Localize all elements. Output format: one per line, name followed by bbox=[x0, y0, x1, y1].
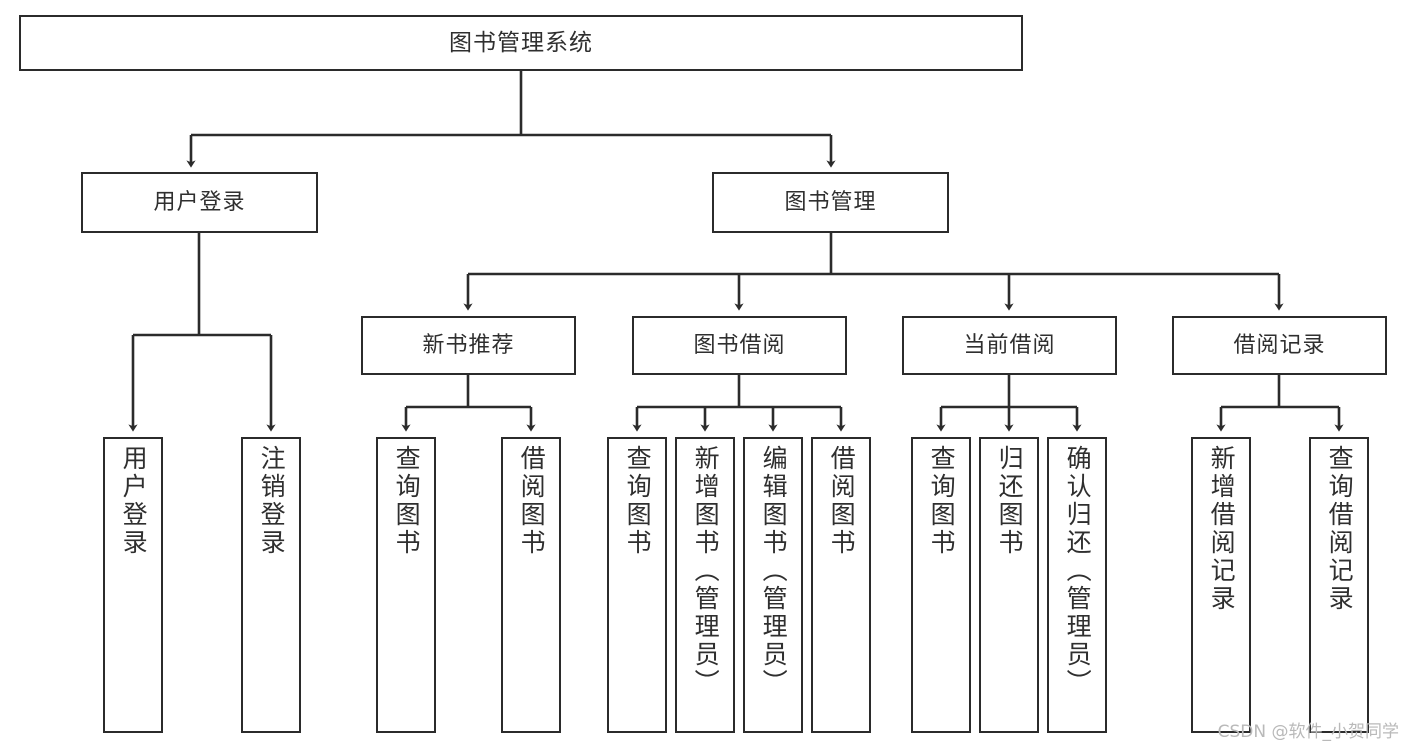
node-root-label: 图书管理系统 bbox=[449, 29, 593, 56]
node-current-borrow[interactable]: 当前借阅 bbox=[902, 316, 1117, 375]
node-leaf-new-book-rec-1[interactable]: 查询图书 bbox=[376, 437, 436, 733]
node-current-borrow-label: 当前借阅 bbox=[963, 332, 1056, 358]
node-leaf-book-borrow-1[interactable]: 查询图书 bbox=[607, 437, 667, 733]
node-leaf-borrow-record-2[interactable]: 查询借阅记录 bbox=[1309, 437, 1369, 733]
node-user-login-label: 用户登录 bbox=[153, 189, 246, 215]
node-leaf-user-login-2[interactable]: 注销登录 bbox=[241, 437, 301, 733]
node-book-manage[interactable]: 图书管理 bbox=[712, 172, 949, 233]
node-leaf-borrow-record-2-label: 查询借阅记录 bbox=[1325, 445, 1355, 613]
node-leaf-new-book-rec-2[interactable]: 借阅图书 bbox=[501, 437, 561, 733]
node-leaf-current-borrow-3[interactable]: 确认归还（管理员） bbox=[1047, 437, 1107, 733]
node-root[interactable]: 图书管理系统 bbox=[19, 15, 1023, 71]
node-leaf-borrow-record-1[interactable]: 新增借阅记录 bbox=[1191, 437, 1251, 733]
node-borrow-record-label: 借阅记录 bbox=[1233, 332, 1326, 358]
node-leaf-current-borrow-2-label: 归还图书 bbox=[995, 445, 1025, 557]
node-book-borrow-label: 图书借阅 bbox=[693, 332, 786, 358]
node-book-borrow[interactable]: 图书借阅 bbox=[632, 316, 847, 375]
node-borrow-record[interactable]: 借阅记录 bbox=[1172, 316, 1387, 375]
node-leaf-current-borrow-1[interactable]: 查询图书 bbox=[911, 437, 971, 733]
node-leaf-book-borrow-4-label: 借阅图书 bbox=[827, 445, 857, 557]
node-leaf-book-borrow-4[interactable]: 借阅图书 bbox=[811, 437, 871, 733]
node-leaf-new-book-rec-2-label: 借阅图书 bbox=[517, 445, 547, 557]
node-leaf-user-login-1[interactable]: 用户登录 bbox=[103, 437, 163, 733]
node-leaf-new-book-rec-1-label: 查询图书 bbox=[392, 445, 422, 557]
node-leaf-book-borrow-1-label: 查询图书 bbox=[623, 445, 653, 557]
node-leaf-user-login-2-label: 注销登录 bbox=[257, 445, 287, 557]
node-leaf-current-borrow-1-label: 查询图书 bbox=[927, 445, 957, 557]
node-leaf-book-borrow-2[interactable]: 新增图书（管理员） bbox=[675, 437, 735, 733]
node-leaf-borrow-record-1-label: 新增借阅记录 bbox=[1207, 445, 1237, 613]
node-leaf-user-login-1-label: 用户登录 bbox=[119, 445, 149, 557]
node-book-manage-label: 图书管理 bbox=[784, 189, 877, 215]
node-leaf-current-borrow-2[interactable]: 归还图书 bbox=[979, 437, 1039, 733]
node-leaf-current-borrow-3-label: 确认归还（管理员） bbox=[1063, 445, 1093, 697]
node-leaf-book-borrow-2-label: 新增图书（管理员） bbox=[691, 445, 721, 697]
node-user-login[interactable]: 用户登录 bbox=[81, 172, 318, 233]
node-leaf-book-borrow-3[interactable]: 编辑图书（管理员） bbox=[743, 437, 803, 733]
node-new-book-rec[interactable]: 新书推荐 bbox=[361, 316, 576, 375]
node-leaf-book-borrow-3-label: 编辑图书（管理员） bbox=[759, 445, 789, 697]
node-new-book-rec-label: 新书推荐 bbox=[422, 332, 515, 358]
